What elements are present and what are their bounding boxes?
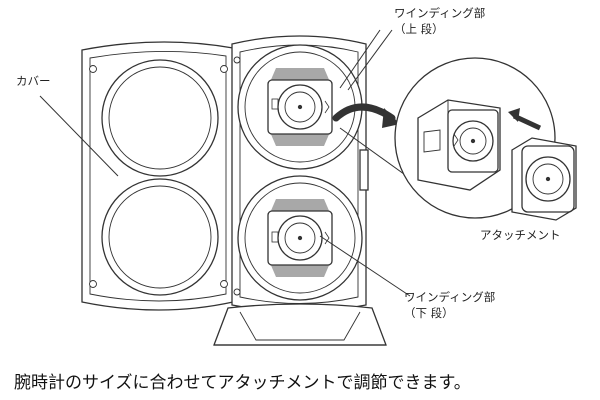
winding-unit-lower	[237, 175, 363, 301]
winding-lower-label-line2: （下 段）	[404, 306, 454, 320]
cover-leader-line	[39, 95, 119, 177]
attachment-label: アタッチメント	[480, 228, 561, 242]
base-stand	[213, 303, 387, 346]
cover-label: カバー	[16, 74, 51, 88]
winding-upper-label-line1: ワインディング部	[394, 6, 486, 20]
winding-lower-label-line1: ワインディング部	[404, 290, 496, 304]
curved-arrow-head	[382, 108, 400, 128]
cover-panel	[81, 41, 234, 311]
attachment-piece	[511, 137, 577, 221]
lower-winding-leader-line	[319, 235, 411, 297]
screw-icon	[233, 56, 241, 296]
upper-winding-leader-line	[347, 29, 393, 91]
caption-text: 腕時計のサイズに合わせてアタッチメントで調節できます。	[14, 373, 471, 393]
screw-icon	[89, 65, 228, 288]
winding-upper-label-line2: （上 段）	[394, 22, 444, 36]
winding-unit-upper	[237, 44, 363, 170]
